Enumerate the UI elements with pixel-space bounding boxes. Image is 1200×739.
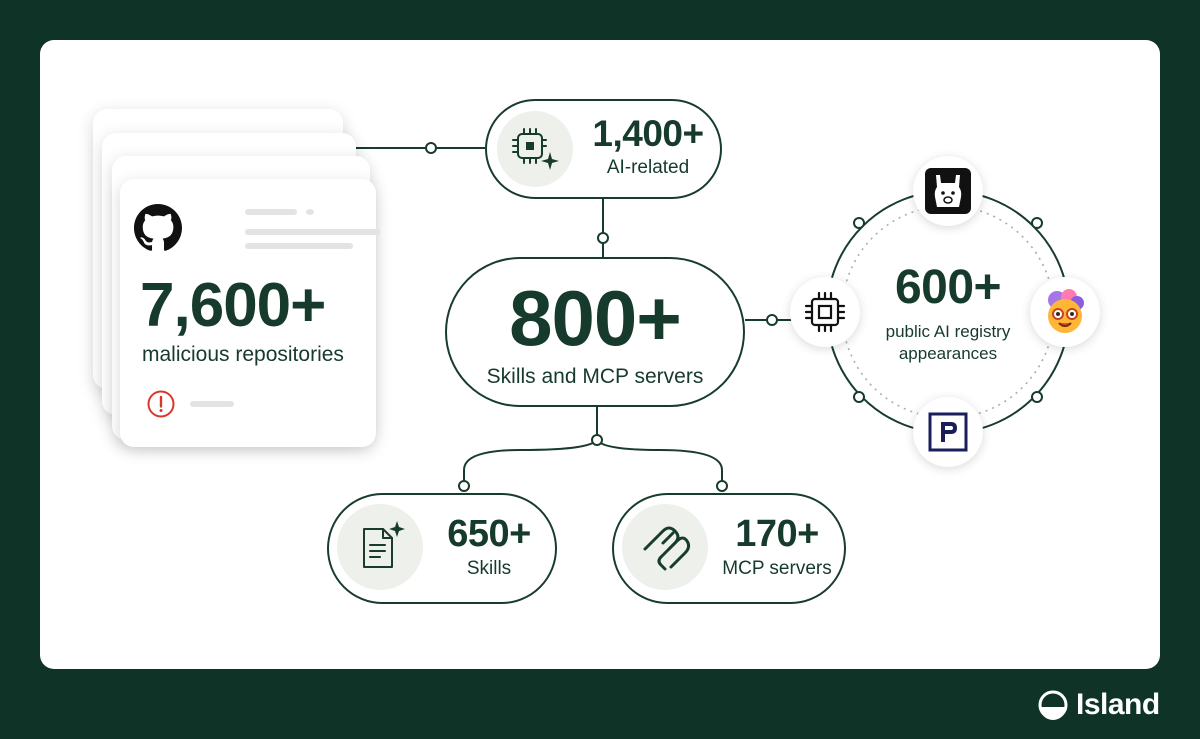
core-pill: 800+ Skills and MCP servers xyxy=(445,257,745,407)
emoji-badge xyxy=(1030,277,1100,347)
island-logo-icon xyxy=(1038,690,1068,720)
placeholder-line xyxy=(245,229,380,235)
mcp-icon-circle xyxy=(622,504,708,590)
ai-related-count: 1,400+ xyxy=(592,113,704,154)
registry-text: 600+ public AI registry appearances xyxy=(863,261,1033,365)
mcp-logo-icon xyxy=(643,526,691,571)
mcp-count: 170+ xyxy=(735,513,819,555)
mcp-label: MCP servers xyxy=(722,558,832,579)
mcp-pill: 170+ MCP servers xyxy=(612,493,846,604)
island-brand: Island xyxy=(1038,688,1160,722)
warning-icon xyxy=(147,390,175,418)
repos-label: malicious repositories xyxy=(142,343,344,366)
emoji-face-icon xyxy=(1048,289,1084,333)
repos-count: 7,600+ xyxy=(140,271,326,340)
ai-related-text: 1,400+ AI-related xyxy=(579,113,717,179)
placeholder-line xyxy=(245,209,297,215)
infographic-panel: 7,600+ malicious repositories xyxy=(40,40,1160,669)
registry-label-line2: appearances xyxy=(898,344,998,363)
ai-related-pill: 1,400+ AI-related xyxy=(485,99,722,199)
skills-count: 650+ xyxy=(447,513,531,555)
registry-count: 600+ xyxy=(894,261,1002,314)
placeholder-line xyxy=(190,401,234,407)
ai-related-label: AI-related xyxy=(606,157,690,178)
registry-label-line1: public AI registry xyxy=(885,322,1011,341)
placeholder-line xyxy=(245,243,353,249)
skills-text: 650+ Skills xyxy=(429,513,549,580)
placeholder-dot xyxy=(306,209,314,215)
core-label: Skills and MCP servers xyxy=(486,365,704,388)
p-logo-icon xyxy=(928,412,968,452)
mcp-text: 170+ MCP servers xyxy=(710,513,844,580)
core-count: 800+ xyxy=(509,274,682,362)
skills-label: Skills xyxy=(466,558,512,579)
llama-logo-badge xyxy=(913,156,983,226)
p-logo-badge xyxy=(913,397,983,467)
document-sparkle-icon xyxy=(363,521,405,568)
brand-name: Island xyxy=(1076,688,1160,721)
ai-chip-sparkle-icon xyxy=(512,128,559,170)
chip-icon xyxy=(804,291,846,333)
chip-badge xyxy=(790,277,860,347)
ai-chip-icon-circle xyxy=(497,111,573,187)
skills-pill: 650+ Skills xyxy=(327,493,557,604)
core-text: 800+ Skills and MCP servers xyxy=(447,275,743,389)
github-icon xyxy=(134,204,182,251)
skills-icon-circle xyxy=(337,504,423,590)
llama-logo-icon xyxy=(925,168,971,214)
repo-card-front: 7,600+ malicious repositories xyxy=(120,179,380,447)
